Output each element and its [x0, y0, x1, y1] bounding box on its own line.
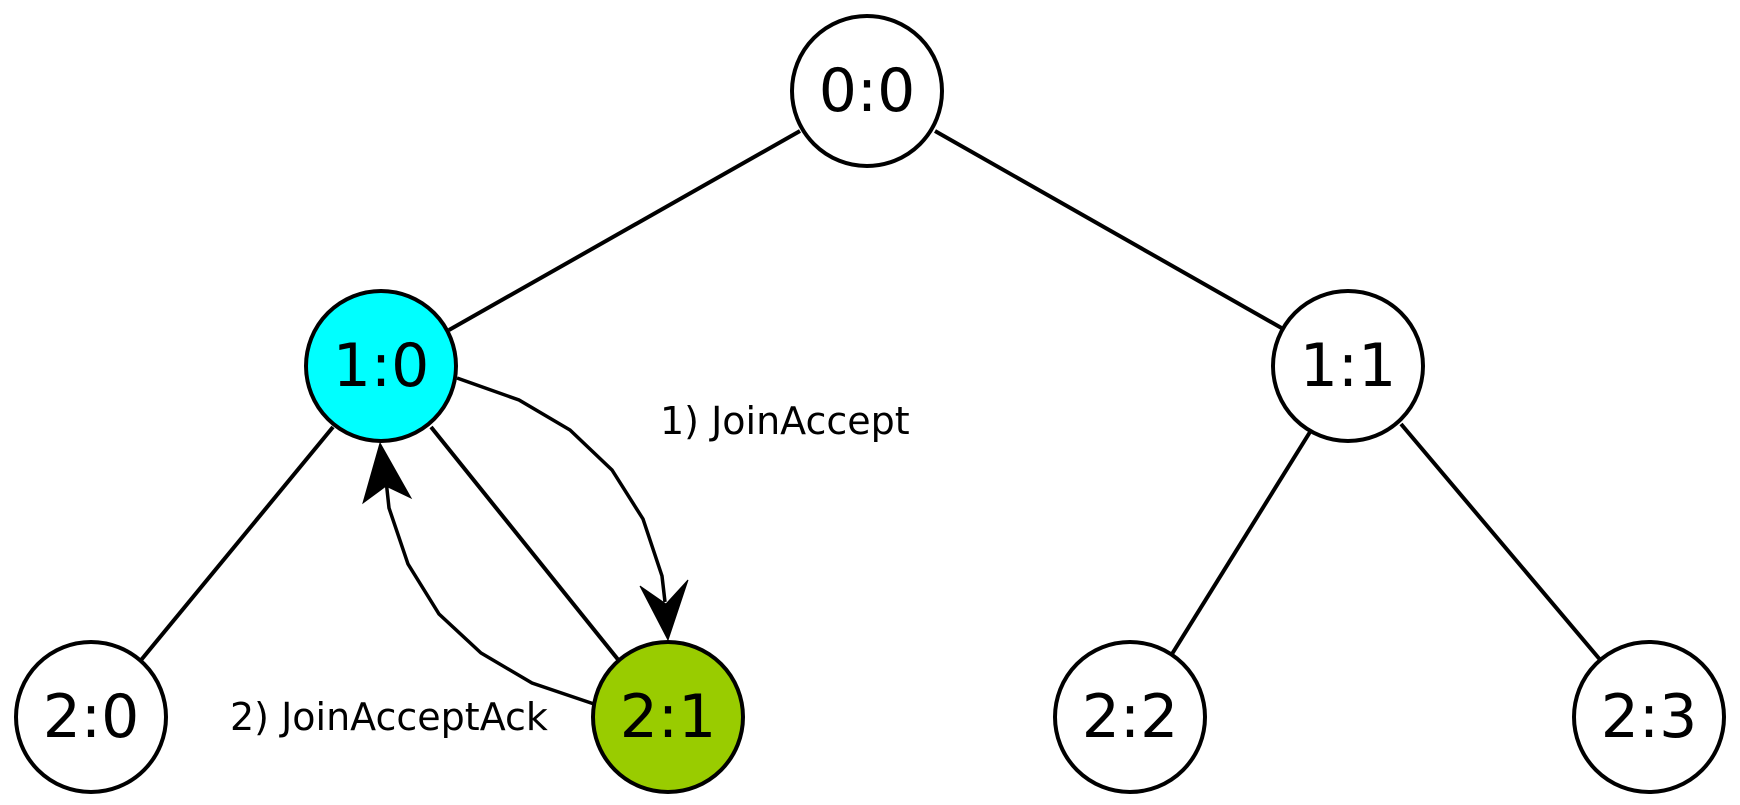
- join-accept-ack-label: 2) JoinAcceptAck: [230, 695, 548, 739]
- tree-node-0-0: 0:0: [790, 14, 944, 168]
- node-label: 2:1: [620, 682, 717, 752]
- edge-1-1-to-2-2: [1170, 430, 1312, 656]
- tree-node-2-2: 2:2: [1053, 640, 1207, 794]
- node-circle: [1572, 640, 1726, 794]
- tree-node-2-3: 2:3: [1572, 640, 1726, 794]
- tree-node-1-0: 1:0: [304, 289, 458, 443]
- node-label: 2:3: [1601, 682, 1698, 752]
- tree-node-2-0: 2:0: [14, 640, 168, 794]
- node-circle: [591, 640, 745, 794]
- join-accept-ack-arrowhead: [362, 441, 413, 505]
- node-label: 0:0: [819, 56, 916, 126]
- join-accept-ack-arrow-path: [384, 479, 595, 706]
- node-circle: [1053, 640, 1207, 794]
- join-accept-label: 1) JoinAccept: [660, 399, 910, 443]
- tree-node-1-1: 1:1: [1271, 289, 1425, 443]
- edge-1-0-to-2-1: [429, 425, 622, 664]
- node-label: 2:0: [43, 682, 140, 752]
- node-label: 2:2: [1082, 682, 1179, 752]
- node-circle: [1271, 289, 1425, 443]
- tree-edges: [135, 129, 1604, 667]
- join-accept-arrow-path: [456, 376, 667, 603]
- node-circle: [304, 289, 458, 443]
- message-arrows: [362, 376, 689, 706]
- edge-1-1-to-2-3: [1399, 422, 1604, 664]
- node-label: 1:1: [1300, 331, 1397, 401]
- edge-1-0-to-2-0: [135, 425, 335, 667]
- node-circle: [790, 14, 944, 168]
- tree-nodes: 0:0 1:0 1:1 2:0 2:1 2:2 2:3: [14, 14, 1726, 794]
- node-label: 1:0: [333, 331, 430, 401]
- edge-0-0-to-1-0: [448, 129, 801, 332]
- edge-0-0-to-1-1: [934, 129, 1286, 332]
- message-labels: 1) JoinAccept 2) JoinAcceptAck: [230, 399, 910, 739]
- join-accept-arrowhead: [639, 579, 689, 642]
- node-circle: [14, 640, 168, 794]
- tree-node-2-1: 2:1: [591, 640, 745, 794]
